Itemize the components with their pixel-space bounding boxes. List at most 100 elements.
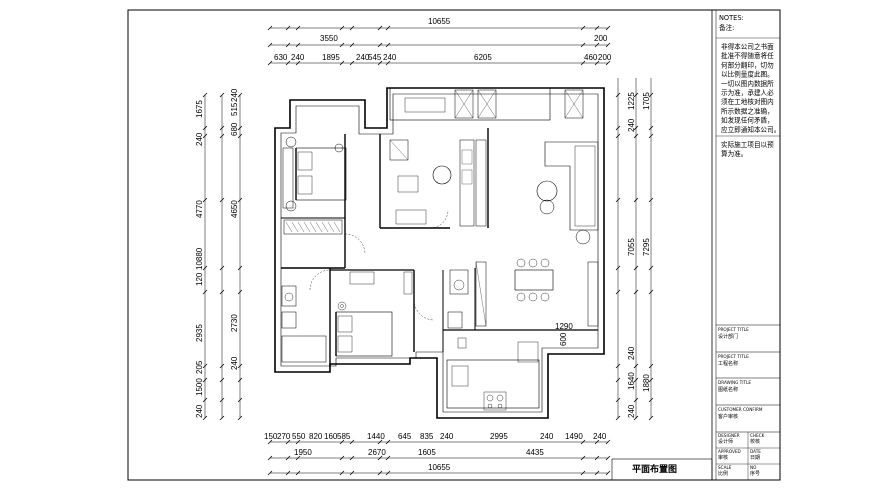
dim-top-row3: 460 [584,53,598,62]
titleblock-grid-cell: DATE [750,449,761,454]
note-line: 所示数据之准确， [721,106,774,115]
dim-right-outer: 7295 [642,238,651,256]
note-line: 算为准。 [721,149,747,158]
dim-bottom-row1: 240 [440,432,454,441]
floor-plan [274,87,605,419]
dining-table [514,269,554,291]
dim-top-row3: 6205 [474,53,492,62]
dim-top-row2: 3550 [320,34,338,43]
dimension-ticks [202,25,654,476]
drawing-title: 平面布置图 [632,463,677,475]
titleblock-grid-cell: NO [750,465,757,470]
note-line: 如发现任何矛盾， [721,116,774,125]
dim-top-row3: 240 [383,53,397,62]
sofa [544,141,599,231]
dim-bottom-row1: 270 [277,432,291,441]
kitchen-counter [446,359,540,409]
note-line: 非得本公司之书面 [721,42,774,51]
dim-bottom-row1: 645 [398,432,412,441]
note-line: 以比例量度此图。 [721,70,774,79]
dim-bottom-row2: 2670 [368,448,386,457]
titleblock-value: 设计部门 [718,333,738,340]
dim-left-inner: 2730 [230,314,239,332]
dim-right-inner: 240 [627,404,636,418]
dim-right-inner: 1225 [627,92,636,110]
titleblock-grid-cell: 设计师 [718,438,733,445]
top-cabinets [389,87,551,121]
titleblock-value: 客户审核 [718,413,738,420]
dim-bottom-row1: 150 [264,432,278,441]
dim-left-outer: 240 [195,132,204,146]
dim-left-inner: 240 [230,356,239,370]
notes-header: NOTES: [719,14,744,22]
dim-left-outer: 240 [195,404,204,418]
dim-top-row3: 630 [274,53,288,62]
dim-top-row2: 200 [594,34,608,43]
dim-right-inner: 1640 [627,372,636,390]
dim-bottom-row1: 240 [593,432,607,441]
note-line: 何部分翻印，切勿 [721,60,774,69]
dim-left-outer: 1500 [195,378,204,396]
dimension-lines [204,27,652,474]
dim-left-inner: 4650 [230,200,239,218]
dim-top-row3: 240 [291,53,305,62]
sheet-border [127,9,781,481]
dim-bottom-total: 10655 [428,463,451,472]
dim-left-inner: 240 [230,88,239,102]
dim-interior-600: 600 [559,332,568,346]
note-line: 须在工地核对图内 [721,97,774,106]
dim-interior-1290: 1290 [555,322,573,331]
titleblock-label: PROJECT TITLE [718,327,749,332]
exterior-wall-inner [280,93,599,413]
titleblock-value: 工程名称 [718,360,738,367]
dim-top-row3: 545 [368,53,382,62]
dim-left-outer: 205 [195,360,204,374]
note-line: 批准不得随意将任 [721,51,774,60]
titleblock-label: PROJECT TITLE [718,354,749,359]
dim-left-outer: 10880 [195,247,204,270]
note-line: 示为准，承建人必 [721,88,774,97]
dim-bottom-row2: 1950 [294,448,312,457]
dim-left-outer: 1675 [195,100,204,118]
dim-bottom-row2: 1605 [418,448,436,457]
dim-top-row3: 1895 [322,53,340,62]
titleblock-grid-cell: 日期 [750,455,760,461]
dim-bottom-row1: 835 [420,432,434,441]
dim-right-inner: 7055 [627,238,636,256]
note-line: 实际施工项目以预 [721,140,774,149]
bed-2 [335,311,393,357]
dim-bottom-row1: 550 [292,432,306,441]
bed-1 [295,147,347,201]
title-box [611,458,713,481]
dim-bottom-row1: 585 [337,432,351,441]
titleblock-grid-cell: 校核 [750,438,760,445]
note-line: 一切以图内数据所 [721,79,774,88]
notes-block: NOTES: 备注: 非得本公司之书面批准不得随意将任何部分翻印，切勿以比例量度… [716,14,780,158]
dim-left-outer: 2935 [195,324,204,342]
titleblock-grid-cell: 审核 [718,454,728,461]
titleblock-grid-cell: APPROVED [718,449,741,454]
titleblock-value: 图纸名称 [718,386,738,393]
titleblock-grid-cell: SCALE [718,465,732,470]
dim-bottom-row1: 2995 [490,432,508,441]
dim-right-inner: 240 [627,118,636,132]
dim-top-row3: 240 [356,53,370,62]
note-line: 应立即通知本公司。 [721,125,780,134]
dim-bottom-row1: 1440 [367,432,385,441]
dim-right-outer: 1705 [642,92,651,110]
titleblock-grid-cell: CHECK [750,433,765,438]
titleblock-grid-cell: DESIGNER [718,433,740,438]
exterior-wall [274,87,605,419]
dim-top-total: 10655 [428,17,451,26]
dim-bottom-row1: 820 [309,432,323,441]
titleblock-grid-cell: 序号 [750,470,760,477]
wardrobe [283,219,343,235]
dim-left-outer: 4770 [195,200,204,218]
dim-left-inner: 515 [230,102,239,116]
titleblock-label: CUSTOMER CONFIRM [718,407,763,412]
dim-right-outer: 1880 [642,374,651,392]
titleblock-label: DRAWING TITLE [718,380,751,385]
dim-bottom-row1: 240 [540,432,554,441]
